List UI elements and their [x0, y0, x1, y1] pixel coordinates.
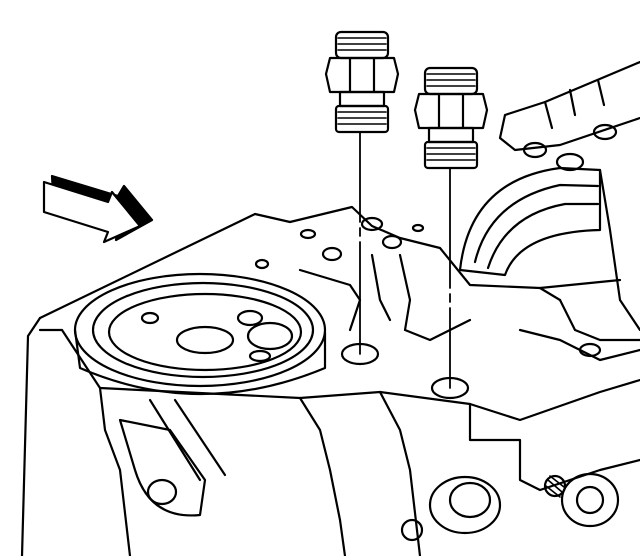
crankcase-lower-right — [518, 286, 640, 362]
filter-port-bottom — [248, 349, 272, 363]
fitting-right — [413, 66, 489, 170]
left-boss-hole — [146, 478, 178, 506]
deck-hole-4 — [254, 258, 270, 270]
fitting-left-bottom-thread — [334, 104, 390, 134]
block-left-wall — [20, 316, 42, 556]
web-center — [398, 253, 472, 342]
fitting-left — [324, 30, 400, 134]
lower-boss-ring-1 — [428, 475, 502, 535]
boss-rib — [148, 398, 227, 482]
alignment-lines — [359, 131, 451, 389]
deck-hole-6 — [411, 223, 425, 233]
direction-arrow-outline — [42, 180, 142, 244]
lower-boss-hole-1 — [448, 481, 492, 519]
filter-port-left — [140, 311, 160, 325]
deck-hole-3 — [321, 246, 343, 262]
direction-arrow — [42, 174, 154, 244]
crankcase-right-wall — [558, 168, 640, 342]
bearing-insert-2 — [486, 202, 600, 270]
block-outline — [38, 205, 622, 320]
crank-bolt-1 — [592, 123, 618, 141]
bearing-saddle — [458, 166, 602, 277]
crankcase-rib — [543, 78, 606, 130]
threaded-plug-threads — [545, 475, 565, 498]
bearing-insert — [473, 183, 600, 264]
filter-center-port — [175, 325, 235, 355]
fitting-left-hex — [324, 56, 400, 94]
crank-bolt-2 — [522, 141, 548, 159]
deck-hole-5 — [299, 228, 317, 240]
block-lower-edge — [298, 396, 347, 556]
left-boss — [118, 418, 207, 517]
web-left — [298, 253, 392, 332]
filter-port-right-large — [246, 321, 294, 351]
filter-port-right-small — [236, 309, 264, 327]
deck-hole-1 — [360, 216, 384, 232]
fitting-left-thread-lines — [337, 37, 387, 51]
block-left-face — [38, 328, 132, 556]
fitting-right-hex — [413, 92, 489, 130]
fitting-left-bottom-thread-lines — [337, 111, 387, 125]
filter-pad-skirt — [73, 328, 327, 396]
deck-hole-2 — [381, 234, 403, 250]
block-right-base — [468, 402, 640, 492]
lower-boss-hole-2 — [575, 485, 605, 515]
fitting-right-bottom-thread — [423, 140, 479, 170]
block-lower-edge-2 — [378, 390, 422, 556]
filter-pad-inner — [107, 292, 303, 372]
lower-boss-ring-2 — [560, 472, 620, 528]
fitting-right-bottom-thread-lines — [426, 147, 476, 161]
filter-pad-ring — [91, 281, 315, 379]
lower-boss-hole-3 — [400, 518, 424, 542]
engine-block — [20, 60, 640, 556]
threaded-plug — [543, 474, 567, 498]
crank-bolt-3 — [555, 152, 585, 172]
fitting-right-thread-lines — [426, 73, 476, 87]
